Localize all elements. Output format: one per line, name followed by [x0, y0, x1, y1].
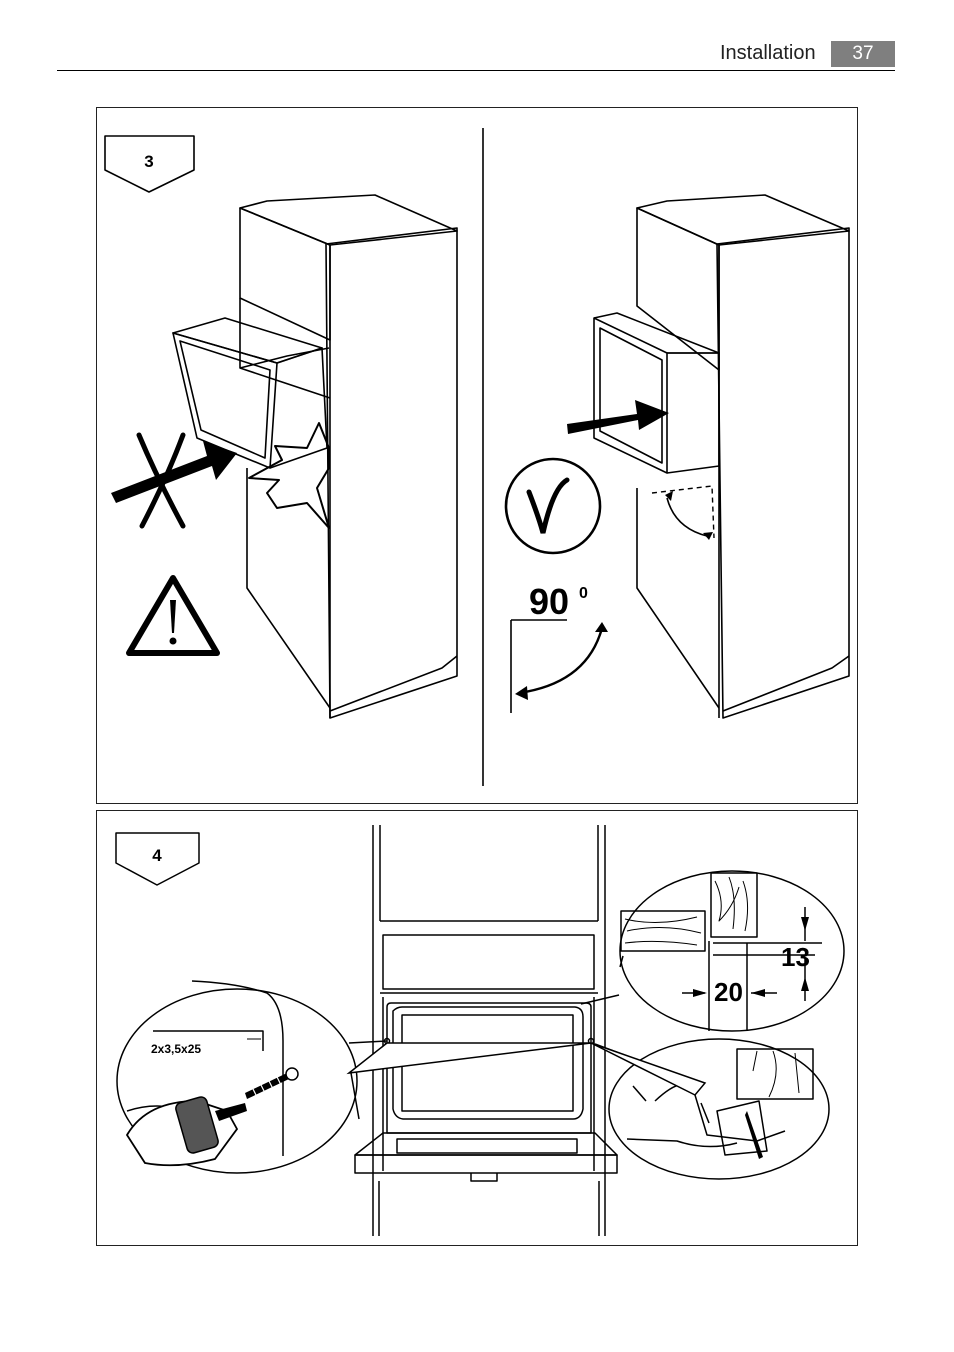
dimension-13: 13 [781, 942, 810, 972]
page-number: 37 [831, 41, 895, 67]
header-divider [57, 70, 895, 71]
step-number-3: 3 [144, 152, 153, 171]
angle-unit: 0 [579, 585, 588, 602]
warning-triangle-icon [129, 578, 217, 653]
step-number-4: 4 [152, 846, 162, 865]
correct-direction-arrow [567, 400, 669, 434]
step-3-panel: 3 90 0 [96, 107, 858, 804]
step-4-illustration: 4 2x3,5x25 13 20 [97, 811, 857, 1245]
dashed-right-angle [652, 486, 714, 538]
step-3-illustration: 3 90 0 [97, 108, 857, 803]
cabinet-left [240, 195, 457, 718]
dimension-20: 20 [714, 977, 743, 1007]
step-4-panel: 4 2x3,5x25 13 20 [96, 810, 858, 1246]
cabinet-right [637, 195, 849, 718]
angle-arc [519, 628, 602, 693]
wrong-direction-arrow [111, 441, 237, 503]
small-angle-arc [667, 498, 707, 536]
oven-straight [594, 313, 719, 473]
screw-spec-label: 2x3,5x25 [151, 1042, 201, 1056]
screw-icon [245, 1068, 298, 1099]
oven-tilted [173, 318, 327, 468]
oven-front [355, 1003, 617, 1181]
cabinet-front [373, 825, 605, 1236]
section-title: Installation [720, 40, 816, 66]
angle-value: 90 [529, 581, 569, 622]
check-mark-icon [506, 459, 600, 553]
collision-star [249, 423, 329, 528]
